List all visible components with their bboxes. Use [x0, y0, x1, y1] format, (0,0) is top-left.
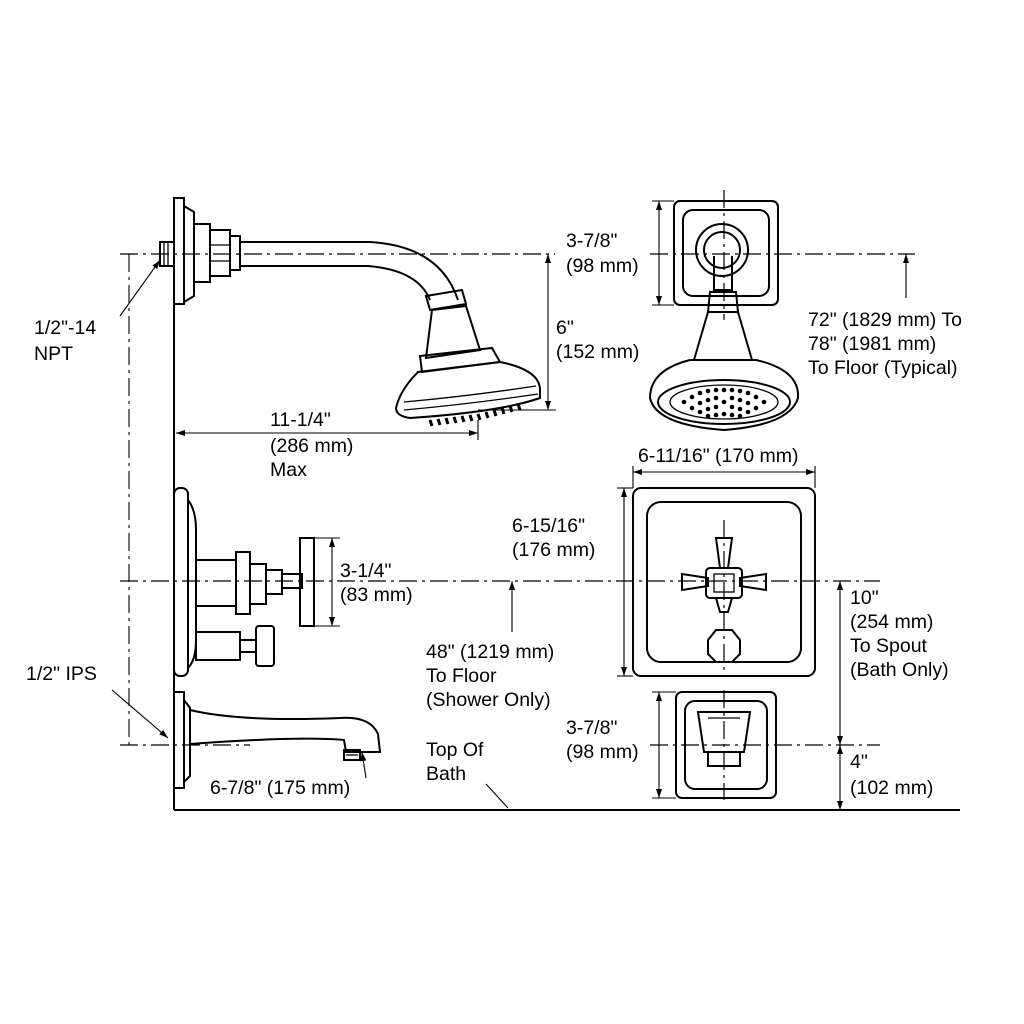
label-valve-floor-line2: To Floor — [426, 665, 497, 687]
front-shower-flange — [673, 200, 779, 313]
label-spout-height-line3: To Spout — [850, 635, 928, 657]
label-spout-height: 10" (254 mm) To Spout (Bath Only) — [850, 587, 949, 681]
label-arm-reach-line2: (286 mm) — [270, 435, 353, 457]
label-arm-reach: 11-1/4" (286 mm) Max — [270, 409, 353, 481]
label-ips-line1: 1/2" IPS — [26, 663, 97, 685]
leader-lines — [111, 259, 509, 809]
side-tub-spout — [173, 691, 382, 789]
label-floor-typical: 72" (1829 mm) To 78" (1981 mm) To Floor … — [808, 309, 962, 379]
side-shower-arm-flange — [159, 197, 468, 312]
label-drop-line2: (152 mm) — [556, 341, 639, 363]
label-spout-length: 6-7/8" (175 mm) — [210, 777, 350, 799]
label-handle-projection-line1: 3-1/4" — [340, 560, 391, 582]
label-handle-projection: 3-1/4" (83 mm) — [340, 560, 413, 606]
label-arm-reach-line3: Max — [270, 459, 307, 481]
label-spout-height-line4: (Bath Only) — [850, 659, 949, 681]
label-spout-escutcheon: 3-7/8" (98 mm) — [566, 717, 639, 763]
label-valve-floor: 48" (1219 mm) To Floor (Shower Only) — [426, 641, 554, 711]
label-arm-reach-line1: 11-1/4" — [270, 409, 331, 431]
label-escutcheon-top: 3-7/8" (98 mm) — [566, 230, 639, 277]
label-npt: 1/2"-14 NPT — [34, 317, 96, 365]
label-spout-escutcheon-line2: (98 mm) — [566, 741, 639, 763]
label-plate-width: 6-11/16" (170 mm) — [638, 445, 798, 467]
label-spout-drop-line2: (102 mm) — [850, 777, 933, 799]
label-top-of-bath-line2: Bath — [426, 763, 466, 785]
label-ips: 1/2" IPS — [26, 663, 97, 685]
front-cross-handle — [681, 537, 767, 663]
label-drop: 6" (152 mm) — [556, 317, 639, 363]
label-floor-typical-line3: To Floor (Typical) — [808, 357, 958, 379]
label-spout-height-line2: (254 mm) — [850, 611, 933, 633]
label-npt-line2: NPT — [34, 343, 73, 365]
label-plate-height: 6-15/16" (176 mm) — [512, 515, 595, 561]
label-floor-typical-line2: 78" (1981 mm) — [808, 333, 936, 355]
label-plate-width-line1: 6-11/16" (170 mm) — [638, 445, 798, 467]
front-tub-spout — [675, 691, 777, 799]
label-handle-projection-line2: (83 mm) — [340, 584, 413, 606]
label-floor-typical-line1: 72" (1829 mm) To — [808, 309, 962, 331]
label-plate-height-line1: 6-15/16" — [512, 515, 585, 537]
label-spout-escutcheon-line1: 3-7/8" — [566, 717, 617, 739]
dimension-lines — [176, 200, 909, 810]
label-top-of-bath-line1: Top Of — [426, 739, 484, 761]
side-shower-head — [394, 304, 541, 427]
label-spout-drop: 4" (102 mm) — [850, 751, 933, 799]
side-spray-nozzles — [428, 403, 522, 427]
label-drop-line1: 6" — [556, 317, 574, 339]
label-spout-length-line1: 6-7/8" (175 mm) — [210, 777, 350, 799]
front-shower-head — [648, 311, 800, 432]
front-spray-nozzles — [681, 387, 767, 419]
label-plate-height-line2: (176 mm) — [512, 539, 595, 561]
label-spout-drop-line1: 4" — [850, 751, 868, 773]
label-spout-height-line1: 10" — [850, 587, 879, 609]
label-escutcheon-top-line1: 3-7/8" — [566, 230, 617, 252]
side-valve-body — [173, 487, 315, 677]
label-npt-line1: 1/2"-14 — [34, 317, 96, 339]
label-valve-floor-line3: (Shower Only) — [426, 689, 551, 711]
label-escutcheon-top-line2: (98 mm) — [566, 255, 639, 277]
label-valve-floor-line1: 48" (1219 mm) — [426, 641, 554, 663]
label-top-of-bath: Top Of Bath — [426, 739, 484, 785]
